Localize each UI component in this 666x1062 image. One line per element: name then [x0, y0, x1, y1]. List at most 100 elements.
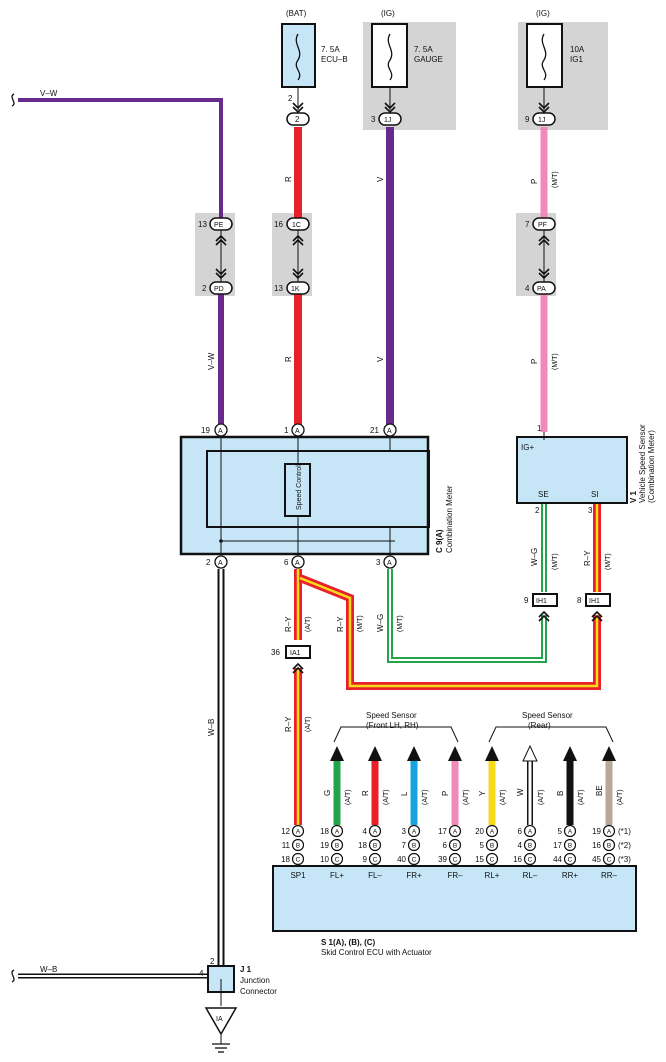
- j1-pin-left: 4: [199, 969, 204, 978]
- ig1-name: IG1: [570, 55, 583, 64]
- vss-sub: (Combination Meter): [647, 430, 656, 503]
- ecu-pin-circle: [448, 824, 462, 838]
- ecu-pin-circle: [602, 852, 616, 866]
- ecu-pin-letter: A: [453, 829, 458, 836]
- meter-inner-label: Speed Control: [296, 465, 303, 510]
- ecu-pin-circle: [563, 838, 577, 852]
- ecu-pin-circle: [330, 838, 344, 852]
- ecu-pin-number: 4: [363, 827, 368, 836]
- j1-name2: Connector: [240, 987, 277, 996]
- ih1a-name: IH1: [536, 598, 547, 605]
- connector-ia1: [285, 645, 311, 659]
- ecu-pin-circle: [448, 838, 462, 852]
- label-wg-m: W–G: [376, 614, 385, 632]
- connector-ih1-a: [532, 593, 558, 607]
- meter-pin-3: 3: [376, 558, 381, 567]
- junction-connector-j1: [204, 965, 238, 1053]
- label-vw-left: V–W: [40, 89, 58, 98]
- rear-sensor-label: Speed Sensor: [522, 711, 573, 720]
- ecu-row-note: (*2): [618, 841, 631, 850]
- ecu-pin-number: 15: [475, 855, 484, 864]
- 1c-name: 1C: [292, 222, 301, 229]
- meter-pin-letters: A A A A A A: [218, 428, 392, 567]
- ecu-pin-number: 44: [553, 855, 562, 864]
- ecu-pin-circles: [291, 824, 616, 866]
- wire-wg: [387, 503, 547, 663]
- 1k-pin: 13: [274, 284, 283, 293]
- pill-2: [286, 112, 310, 126]
- ecu-pin-letter: A: [568, 829, 573, 836]
- sensor-wire-color: BE: [595, 785, 604, 796]
- ecu-pin-letter: A: [412, 829, 417, 836]
- sensor-wire-color: W: [516, 788, 525, 796]
- ecu-pin-circle: [330, 824, 344, 838]
- sensor-wire-at: (A/T): [383, 789, 390, 805]
- wave-top: [11, 93, 15, 107]
- fuse-ecu-b: [281, 23, 316, 110]
- ecu-pin-circle: [563, 824, 577, 838]
- ecu-pin-letter: B: [412, 843, 416, 850]
- ih1a-pin: 9: [524, 596, 529, 605]
- meter-pin-19: 19: [201, 426, 210, 435]
- ecu-pin-circle: [485, 824, 499, 838]
- ih1b-name: IH1: [589, 598, 600, 605]
- bat-pin: 2: [288, 94, 293, 103]
- fuse-gauge: [371, 23, 408, 110]
- ecu-pin-circle: [448, 852, 462, 866]
- vss-pin1: 1: [537, 424, 542, 433]
- ig1-tag: (IG): [536, 9, 550, 18]
- ecu-pin-letter: B: [296, 843, 300, 850]
- vehicle-speed-sensor: [516, 432, 628, 504]
- bat-rating: 7. 5A: [321, 45, 340, 54]
- ecu-pin-circle: [523, 824, 537, 838]
- label-ry-sp1: R–Y: [284, 716, 293, 732]
- ecu-terminal-label: RL+: [485, 871, 500, 880]
- ecu-name: Skid Control ECU with Actuator: [321, 948, 432, 957]
- vss-pin3: 3: [588, 506, 593, 515]
- vss-si: SI: [591, 490, 599, 499]
- ecu-pin-circle: [602, 824, 616, 838]
- ecu-pin-number: 39: [438, 855, 447, 864]
- ecu-pin-number: 40: [397, 855, 406, 864]
- sensor-wire-at: (A/T): [617, 789, 624, 805]
- pa-name: PA: [537, 286, 546, 293]
- ia1-name: IA1: [290, 650, 301, 657]
- vss-ig: IG+: [521, 443, 534, 452]
- ecu-pin-letter: A: [373, 829, 378, 836]
- j1-id: J 1: [240, 965, 252, 974]
- ecu-pin-letter: C: [490, 857, 495, 864]
- ecu-pin-number: 18: [281, 855, 290, 864]
- fuse-ig1: [526, 23, 563, 110]
- ecu-pin-number: 11: [282, 841, 291, 850]
- sensor-wire-at: (A/T): [422, 789, 429, 805]
- connector-ih1-b: [585, 593, 611, 607]
- ecu-pin-letter: C: [453, 857, 458, 864]
- ecu-pin-circle: [368, 824, 382, 838]
- label-v2: V: [376, 356, 385, 362]
- ecu-pin-number: 3: [402, 827, 407, 836]
- ia1-pin: 36: [271, 648, 280, 657]
- front-sensor-bracket: [333, 726, 459, 743]
- label-wb-left: W–B: [40, 965, 57, 974]
- label-ry-m-mt: (M/T): [357, 615, 364, 632]
- pe-name: PE: [214, 222, 224, 229]
- ecu-pin-number: 10: [320, 855, 329, 864]
- ecu-pin-letter: C: [335, 857, 340, 864]
- vss-name: Vehicle Speed Sensor: [638, 424, 647, 503]
- ecu-pin-circle: [368, 838, 382, 852]
- ecu-terminal-label: FR–: [447, 871, 463, 880]
- pd-pin: 2: [202, 284, 207, 293]
- ecu-pin-number: 7: [402, 841, 407, 850]
- bat-tag: (BAT): [286, 9, 307, 18]
- ecu-pin-circle: [407, 824, 421, 838]
- ecu-pin-number: 17: [553, 841, 562, 850]
- wire-vw: [18, 98, 224, 425]
- label-p1: P: [530, 179, 539, 184]
- meter-pin-1: 1: [284, 426, 289, 435]
- label-p1-mt: (M/T): [552, 171, 559, 188]
- 1c-pin: 16: [274, 220, 283, 229]
- sensor-wire-at: (A/T): [500, 789, 507, 805]
- ecu-pin-letter: C: [412, 857, 417, 864]
